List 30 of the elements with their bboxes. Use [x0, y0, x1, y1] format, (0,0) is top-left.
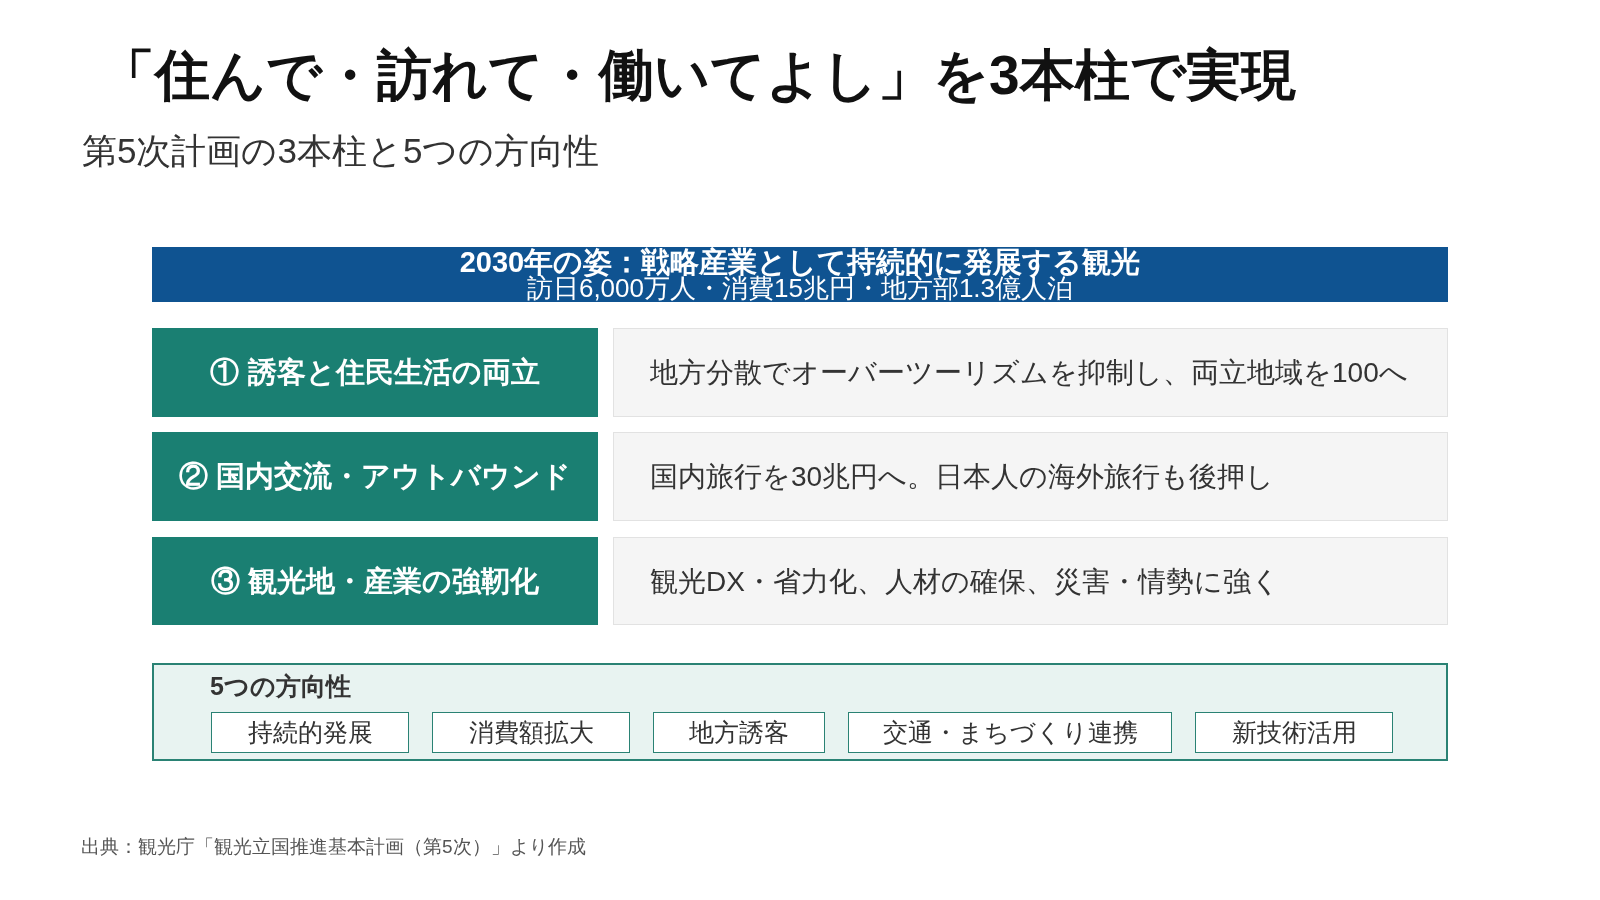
pillar-title: ② 国内交流・アウトバウンド	[178, 459, 572, 495]
subtitle: 第5次計画の3本柱と5つの方向性	[82, 130, 600, 172]
source-note: 出典：観光庁「観光立国推進基本計画（第5次）」より作成	[81, 835, 586, 859]
headline-banner	[152, 247, 1448, 302]
description-box	[613, 432, 1448, 521]
direction-tag	[211, 712, 409, 753]
description-text: 地方分散でオーバーツーリズムを抑制し、両立地域を100へ	[650, 356, 1408, 390]
description-text: 国内旅行を30兆円へ。日本人の海外旅行も後押し	[650, 460, 1275, 494]
tag-label: 消費額拡大	[468, 716, 594, 748]
description-box	[613, 537, 1448, 625]
tag-label: 新技術活用	[1231, 716, 1357, 748]
pillar-title: ③ 観光地・産業の強靭化	[210, 563, 540, 599]
banner-heading: 2030年の姿：戦略産業として持続的に発展する観光	[459, 249, 1141, 276]
direction-tag	[432, 712, 630, 753]
pillar-box	[152, 537, 598, 625]
tag-label: 地方誘客	[689, 716, 789, 748]
pillar-box	[152, 432, 598, 521]
pillar-box	[152, 328, 598, 417]
description-box	[613, 328, 1448, 417]
page-title: 「住んで・訪れて・働いてよし」を3本柱で実現	[100, 43, 1296, 108]
direction-tag	[848, 712, 1172, 753]
pillar-title: ① 誘客と住民生活の両立	[210, 355, 540, 391]
panel-heading: 5つの方向性	[210, 671, 351, 702]
tag-label: 交通・まちづくり連携	[882, 716, 1138, 748]
directions-panel	[152, 663, 1448, 761]
banner-subheading: 訪日6,000万人・消費15兆円・地方部1.3億人泊	[526, 276, 1074, 300]
direction-tag	[653, 712, 825, 753]
direction-tag	[1195, 712, 1393, 753]
tag-label: 持続的発展	[247, 716, 373, 748]
description-text: 観光DX・省力化、人材の確保、災害・情勢に強く	[650, 564, 1280, 599]
